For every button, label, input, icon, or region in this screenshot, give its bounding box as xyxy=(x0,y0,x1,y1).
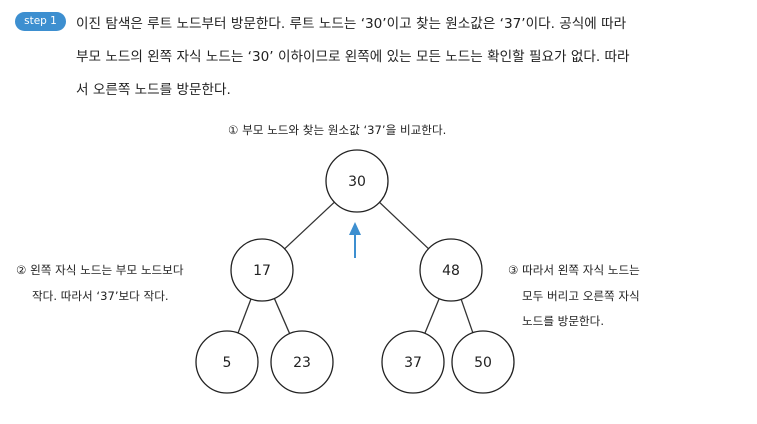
paragraph-line-2: 부모 노드의 왼쪽 자식 노드는 ‘30’ 이하이므로 왼쪽에 있는 모든 노드… xyxy=(76,49,630,65)
annotation-right-line-3: 노드를 방문한다. xyxy=(522,314,605,328)
tree-node-circle xyxy=(419,238,483,302)
tree-node-label: 23 xyxy=(293,355,311,371)
tree-node-circle xyxy=(325,149,389,213)
tree-nodes: 30 17 48 5 23 37 50 xyxy=(195,149,515,394)
tree-node-circle xyxy=(230,238,294,302)
tree-node-label: 5 xyxy=(223,355,232,371)
tree-node-left: 17 xyxy=(230,238,294,302)
tree-node-right: 48 xyxy=(419,238,483,302)
pointer-arrow-icon xyxy=(349,222,361,258)
tree-node-left-right: 23 xyxy=(270,330,334,394)
tree-edges xyxy=(237,201,474,334)
annotation-compare: ① 부모 노드와 찾는 원소값 ‘37’을 비교한다. xyxy=(228,123,447,137)
annotation-right-line-2: 모두 버리고 오른쪽 자식 xyxy=(522,289,640,303)
paragraph-line-1: 이진 탐색은 루트 노드부터 방문한다. 루트 노드는 ‘30’이고 찾는 원소… xyxy=(76,16,627,32)
tree-node-right-left: 37 xyxy=(381,330,445,394)
tree-edge-right-right-left xyxy=(424,298,440,334)
annotation-left-line-1: ② 왼쪽 자식 노드는 부모 노드보다 xyxy=(16,263,184,277)
tree-node-circle xyxy=(381,330,445,394)
tree-node-label: 30 xyxy=(348,174,366,190)
tree-node-right-right: 50 xyxy=(451,330,515,394)
tree-edge-left-left-right xyxy=(273,298,291,334)
tree-node-circle xyxy=(451,330,515,394)
tree-edge-right-right-right xyxy=(460,299,474,333)
tree-node-circle xyxy=(195,330,259,394)
tree-node-label: 50 xyxy=(474,355,492,371)
tree-node-label: 17 xyxy=(253,263,271,279)
tree-node-left-left: 5 xyxy=(195,330,259,394)
tree-edge-left-left-left xyxy=(237,298,252,334)
tree-edge-root-right xyxy=(379,201,429,250)
annotation-right-line-1: ③ 따라서 왼쪽 자식 노드는 xyxy=(508,263,640,277)
paragraph-line-3: 서 오른쪽 노드를 방문한다. xyxy=(76,82,231,98)
tree-edge-root-left xyxy=(284,201,335,250)
annotation-left-line-2: 작다. 따라서 ‘37’보다 작다. xyxy=(32,289,169,303)
tree-node-circle xyxy=(270,330,334,394)
step-badge: step 1 xyxy=(15,12,66,31)
tree-node-root: 30 xyxy=(325,149,389,213)
tree-node-label: 37 xyxy=(404,355,422,371)
tree-node-label: 48 xyxy=(442,263,460,279)
